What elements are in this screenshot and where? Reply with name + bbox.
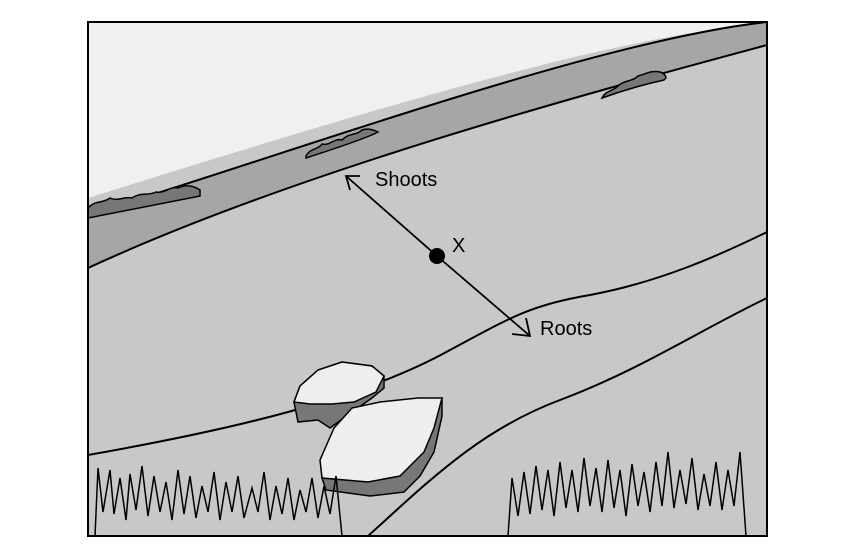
point-x-label: X bbox=[452, 235, 465, 257]
shoots-label: Shoots bbox=[375, 169, 437, 191]
seed-point-marker bbox=[429, 248, 445, 264]
roots-label: Roots bbox=[540, 318, 592, 340]
